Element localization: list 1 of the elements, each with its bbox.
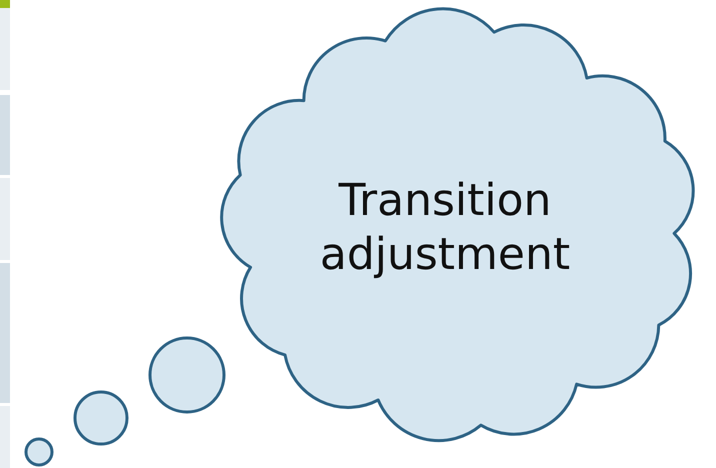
cloud-text: Transition adjustment [318,174,572,282]
